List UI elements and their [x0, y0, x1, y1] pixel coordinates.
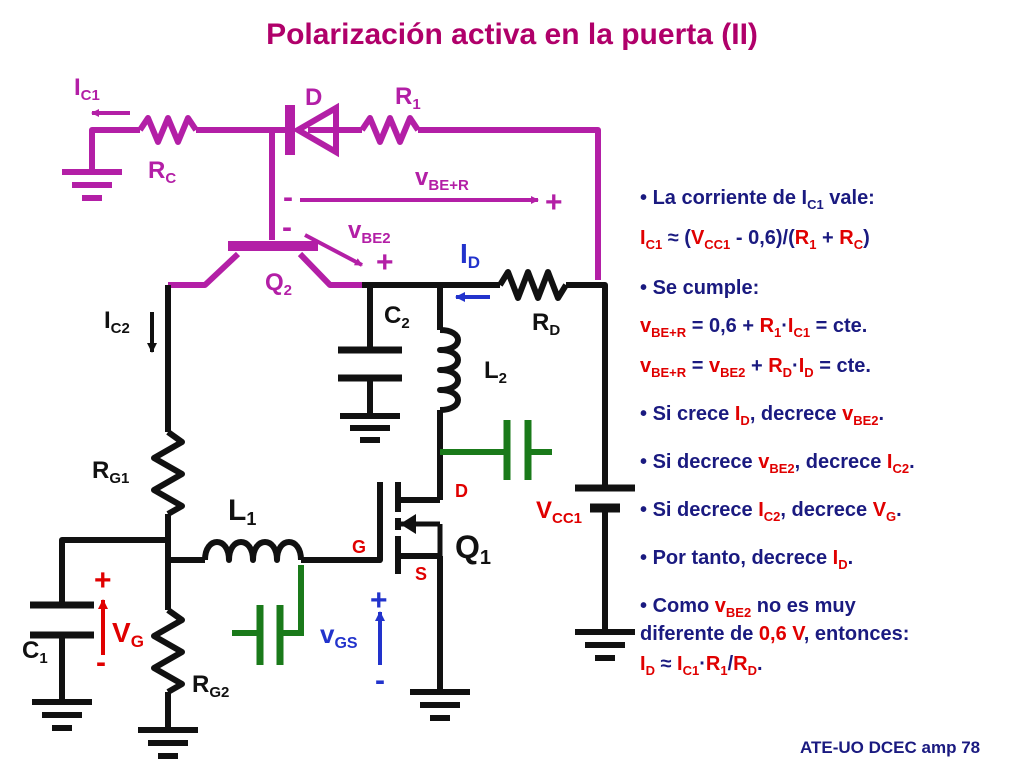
label-d: D: [305, 84, 322, 111]
label-vbe2: vBE2: [348, 217, 391, 247]
note-por-tanto: • Por tanto, decrece ID.: [640, 547, 854, 572]
label-vgs-plus: +: [370, 584, 388, 617]
l1-inductor: [202, 539, 304, 563]
diode-d: [285, 102, 339, 158]
label-vber-plus: +: [545, 186, 563, 219]
label-rc: RC: [148, 157, 176, 187]
note-como-vbe2: • Como vBE2 no es muy: [640, 595, 856, 620]
slide-footer: ATE-UO DCEC amp 78: [800, 738, 981, 757]
ground-rg2: [138, 727, 198, 759]
label-id: ID: [460, 238, 480, 272]
label-vbe2-minus: -: [282, 211, 292, 244]
label-l1: L1: [228, 494, 256, 529]
slide-title: Polarización activa en la puerta (II): [266, 18, 758, 51]
label-vbe2-plus: +: [376, 246, 394, 279]
label-l2: L2: [484, 357, 507, 387]
label-c1: C1: [22, 637, 48, 667]
rd-resistor: [497, 269, 569, 301]
label-g-pin: G: [352, 537, 366, 557]
ground-vcc1: [575, 629, 635, 661]
label-vber: vBE+R: [415, 164, 469, 194]
ground-rc: [62, 169, 122, 201]
label-ic1: IC1: [74, 74, 100, 104]
ground-c2: [340, 413, 400, 443]
label-vg-plus: +: [94, 564, 112, 597]
rg2-resistor: [151, 607, 185, 695]
label-vg: VG: [112, 617, 144, 651]
ground-source: [410, 689, 470, 721]
l2-inductor: [437, 327, 461, 413]
black-wiring: [59, 269, 608, 728]
note-ic1-value: • La corriente de IC1 vale:: [640, 187, 875, 212]
label-ic2: IC2: [104, 307, 130, 337]
rg1-resistor: [151, 429, 185, 517]
label-r1: R1: [395, 83, 421, 113]
ground-c1: [32, 699, 92, 731]
label-q2: Q2: [265, 269, 292, 299]
label-c2: C2: [384, 302, 410, 332]
note-decrece-ic2: • Si decrece IC2, decrece VG.: [640, 499, 902, 524]
label-vcc1: VCC1: [536, 497, 582, 527]
note-ic1-formula: IC1 ≈ (VCC1 - 0,6)/(R1 + RC): [640, 227, 870, 252]
green-capacitors: [232, 420, 552, 665]
label-rg1: RG1: [92, 457, 129, 487]
r1-resistor: [359, 115, 421, 145]
note-diferente: diferente de 0,6 V, entonces:: [640, 623, 910, 645]
note-decrece-vbe2: • Si decrece vBE2, decrece IC2.: [640, 451, 915, 476]
note-vber-eq2: vBE+R = vBE2 + RD·ID = cte.: [640, 355, 871, 380]
note-id-approx: ID ≈ IC1·R1/RD.: [640, 653, 763, 678]
label-rg2: RG2: [192, 671, 229, 701]
label-s-pin: S: [415, 564, 427, 584]
label-rd: RD: [532, 309, 560, 339]
note-se-cumple: • Se cumple:: [640, 277, 760, 299]
label-q1: Q1: [455, 529, 491, 569]
note-vber-eq1: vBE+R = 0,6 + R1·IC1 = cte.: [640, 315, 868, 340]
magenta-wiring: [89, 115, 601, 288]
rc-resistor: [137, 115, 199, 145]
label-d-pin: D: [455, 481, 468, 501]
vbe2-arrow: [304, 233, 363, 267]
q1-mosfet: [377, 482, 443, 574]
label-vgs: vGS: [320, 619, 358, 652]
label-vber-minus: -: [283, 181, 293, 214]
label-vgs-minus: -: [375, 664, 385, 697]
note-crece-id: • Si crece ID, decrece vBE2.: [640, 403, 885, 428]
label-vg-minus: -: [96, 646, 106, 679]
